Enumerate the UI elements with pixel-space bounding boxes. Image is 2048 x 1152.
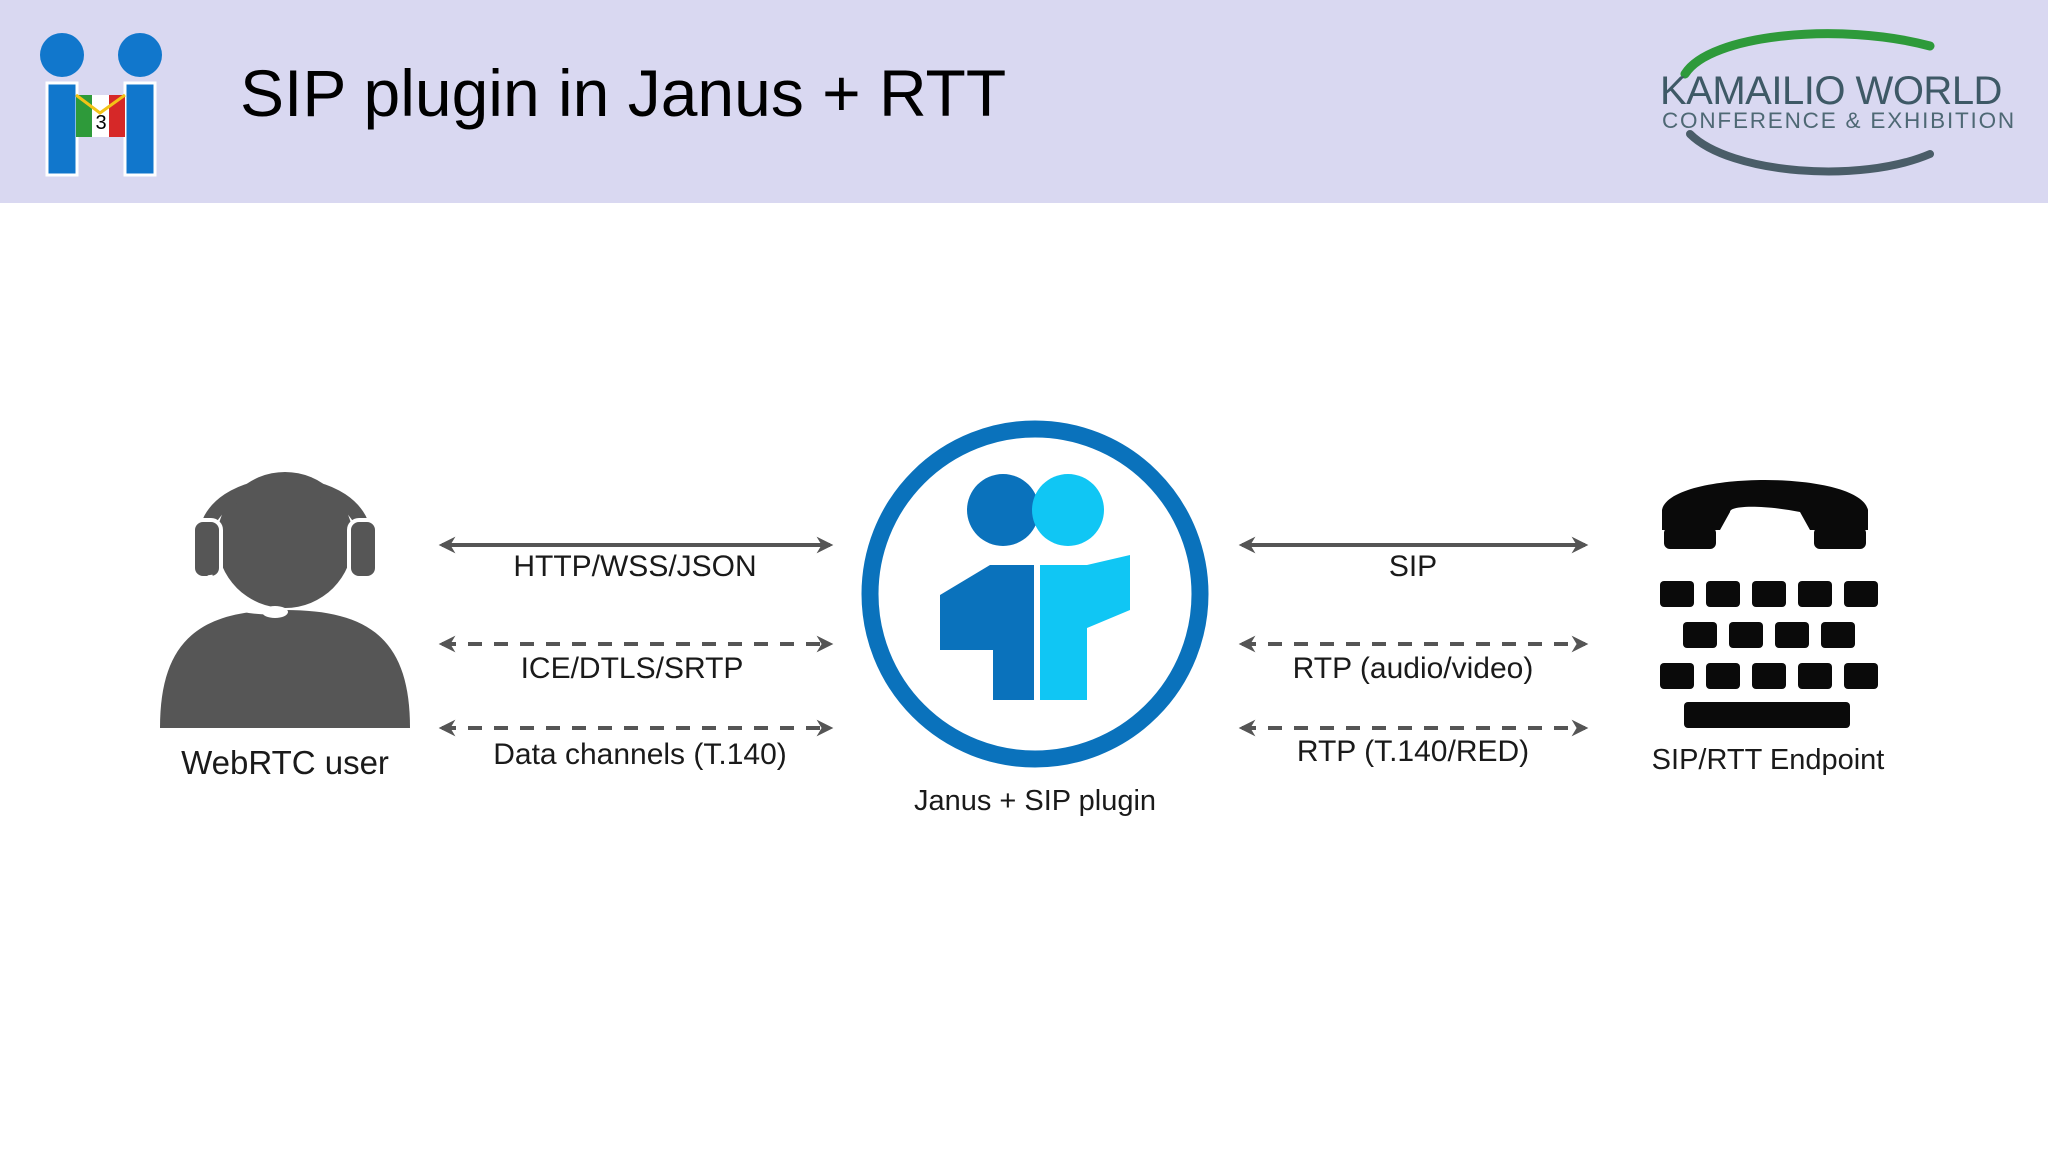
node-label-janus: Janus + SIP plugin	[913, 785, 1157, 817]
link-label-http-wss-json: HTTP/WSS/JSON	[513, 550, 757, 583]
kamailio-logo-title: KAMAILIO WORLD	[1660, 69, 2002, 113]
kamailio-logo-subtitle: CONFERENCE & EXHIBITION	[1662, 108, 2016, 133]
link-label-rtp-audio-video: RTP (audio/video)	[1292, 652, 1534, 685]
link-label-rtp-t140-red: RTP (T.140/RED)	[1296, 735, 1530, 768]
kamailio-swoosh-icon	[1680, 29, 1935, 176]
node-label-endpoint: SIP/RTT Endpoint	[1651, 744, 1885, 776]
logo-badge-number: 3	[95, 112, 106, 134]
janus-logo-icon	[861, 420, 1209, 768]
janus-italy-logo-icon: 3	[40, 33, 162, 177]
kamailio-world-logo: KAMAILIO WORLD CONFERENCE & EXHIBITION	[1640, 24, 2014, 184]
page-title: SIP plugin in Janus + RTT	[240, 56, 1007, 130]
link-label-data-channels: Data channels (T.140)	[493, 738, 787, 771]
node-label-webrtc-user: WebRTC user	[181, 744, 389, 781]
header-bar: 3 SIP plugin in Janus + RTT KAMAILIO WOR…	[0, 0, 2048, 203]
sip-rtt-endpoint-icon	[1660, 480, 1878, 728]
webrtc-user-icon	[160, 472, 410, 728]
link-label-ice-dtls-srtp: ICE/DTLS/SRTP	[520, 652, 744, 685]
link-label-sip: SIP	[1388, 550, 1438, 583]
